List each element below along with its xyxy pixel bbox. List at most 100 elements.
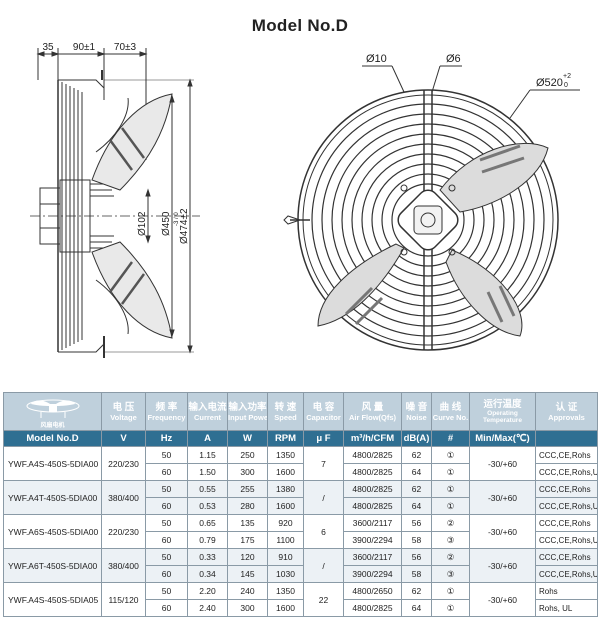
rpm-cell: 1350 — [267, 582, 304, 600]
approvals-cell: CCC,CE,Rohs — [535, 514, 598, 532]
curve-cell: ① — [431, 480, 470, 498]
approvals-cell: CCC,CE,Rohs — [535, 446, 598, 464]
dim-outer: Ø474±2 — [179, 208, 190, 244]
curve-cell: ① — [431, 582, 470, 600]
model-cell: YWF.A4S-450S-5DIA05 — [3, 582, 102, 617]
current-cell: 0.79 — [187, 531, 228, 549]
power-cell: 250 — [227, 446, 268, 464]
unit-cell: Min/Max(℃) — [469, 430, 536, 447]
noise-cell: 56 — [401, 514, 432, 532]
curve-cell: ① — [431, 497, 470, 515]
rpm-cell: 1600 — [267, 497, 304, 515]
front-view-dimensions: Ø10 Ø6 Ø520 +2 0 — [366, 53, 571, 89]
approvals-cell: CCC,CE,Rohs,UL — [535, 531, 598, 549]
airflow-cell: 3900/2294 — [343, 531, 402, 549]
curve-cell: ① — [431, 446, 470, 464]
hz-cell: 60 — [145, 565, 188, 583]
temp-cell: -30/+60 — [469, 446, 536, 481]
power-cell: 135 — [227, 514, 268, 532]
table-row: 60 1.50 300 1600 4800/2825 64 ① CCC,CE,R… — [4, 463, 598, 481]
current-cell: 0.34 — [187, 565, 228, 583]
power-cell: 255 — [227, 480, 268, 498]
power-cell: 175 — [227, 531, 268, 549]
dim-35: 35 — [42, 42, 54, 53]
airflow-cell: 4800/2650 — [343, 582, 402, 600]
dim-hub: Ø102 — [137, 211, 148, 236]
noise-cell: 58 — [401, 531, 432, 549]
rpm-cell: 1100 — [267, 531, 304, 549]
hz-cell: 60 — [145, 599, 188, 617]
model-cell: YWF.A4T-450S-5DIA00 — [3, 480, 102, 515]
approvals-cell: Rohs — [535, 582, 598, 600]
current-cell: 1.50 — [187, 463, 228, 481]
curve-cell: ② — [431, 514, 470, 532]
approvals-cell: Rohs, UL — [535, 599, 598, 617]
dim-outer-tol-up: +2 — [563, 73, 571, 80]
side-view-dimensions: 35 90±1 70±3 Ø102 Ø450 -3 / 0 Ø474±2 — [42, 42, 190, 244]
rpm-cell: 1350 — [267, 446, 304, 464]
table-row: YWF.A4S-450S-5DIA05 115/120 50 2.20 240 … — [3, 582, 598, 617]
unit-cell: # — [431, 430, 470, 447]
side-view-drawing — [30, 48, 200, 358]
hz-cell: 60 — [145, 497, 188, 515]
current-cell: 2.20 — [187, 582, 228, 600]
airflow-cell: 4800/2825 — [343, 599, 402, 617]
table-row: 60 0.79 175 1100 3900/2294 58 ③ CCC,CE,R… — [4, 531, 598, 549]
noise-cell: 62 — [401, 582, 432, 600]
front-view-drawing — [283, 65, 580, 351]
approvals-cell: CCC,CE,Rohs,UL — [535, 463, 598, 481]
dim-rod: Ø6 — [446, 53, 461, 65]
airflow-cell: 3600/2117 — [343, 548, 402, 566]
rpm-cell: 1380 — [267, 480, 304, 498]
unit-cell: A — [187, 430, 228, 447]
table-row: 60 0.53 280 1600 4800/2825 64 ① CCC,CE,R… — [4, 497, 598, 515]
temp-cell: -30/+60 — [469, 548, 536, 583]
airflow-cell: 4800/2825 — [343, 480, 402, 498]
model-cell: YWF.A6T-450S-5DIA00 — [3, 548, 102, 583]
unit-cell: dB(A) — [401, 430, 432, 447]
temp-cell: -30/+60 — [469, 480, 536, 515]
approvals-cell: CCC,CE,Rohs — [535, 548, 598, 566]
noise-cell: 64 — [401, 463, 432, 481]
unit-cell — [535, 430, 598, 447]
unit-cell: Hz — [145, 430, 188, 447]
hz-cell: 50 — [145, 446, 188, 464]
unit-cell: Model No.D — [3, 430, 102, 447]
voltage-cell: 380/400 — [101, 548, 146, 583]
current-cell: 0.33 — [187, 548, 228, 566]
table-row: YWF.A6T-450S-5DIA00 380/400 50 0.33 120 … — [3, 548, 598, 583]
model-cell: YWF.A6S-450S-5DIA00 — [3, 514, 102, 549]
curve-cell: ② — [431, 548, 470, 566]
rpm-cell: 1600 — [267, 599, 304, 617]
airflow-cell: 3900/2294 — [343, 565, 402, 583]
unit-row: Model No.D V Hz A W RPM μ F m³/h/CFM dB(… — [3, 430, 598, 447]
rpm-cell: 1600 — [267, 463, 304, 481]
power-cell: 120 — [227, 548, 268, 566]
current-cell: 0.53 — [187, 497, 228, 515]
curve-cell: ① — [431, 599, 470, 617]
current-cell: 0.65 — [187, 514, 228, 532]
table-row: 60 0.34 145 1030 3900/2294 58 ③ CCC,CE,R… — [4, 565, 598, 583]
hz-cell: 50 — [145, 480, 188, 498]
approvals-cell: CCC,CE,Rohs — [535, 480, 598, 498]
noise-cell: 64 — [401, 497, 432, 515]
capacitor-cell: / — [303, 480, 344, 515]
dim-outer-dia: Ø520 — [536, 77, 563, 89]
page-title: Model No.D — [251, 16, 349, 35]
temp-cell: -30/+60 — [469, 514, 536, 549]
noise-cell: 62 — [401, 480, 432, 498]
current-cell: 0.55 — [187, 480, 228, 498]
dim-70: 70±3 — [114, 42, 137, 53]
dim-hole: Ø10 — [366, 53, 387, 65]
table-row: YWF.A6S-450S-5DIA00 220/230 50 0.65 135 … — [3, 514, 598, 549]
unit-cell: W — [227, 430, 268, 447]
airflow-cell: 4800/2825 — [343, 446, 402, 464]
noise-cell: 62 — [401, 446, 432, 464]
noise-cell: 58 — [401, 565, 432, 583]
